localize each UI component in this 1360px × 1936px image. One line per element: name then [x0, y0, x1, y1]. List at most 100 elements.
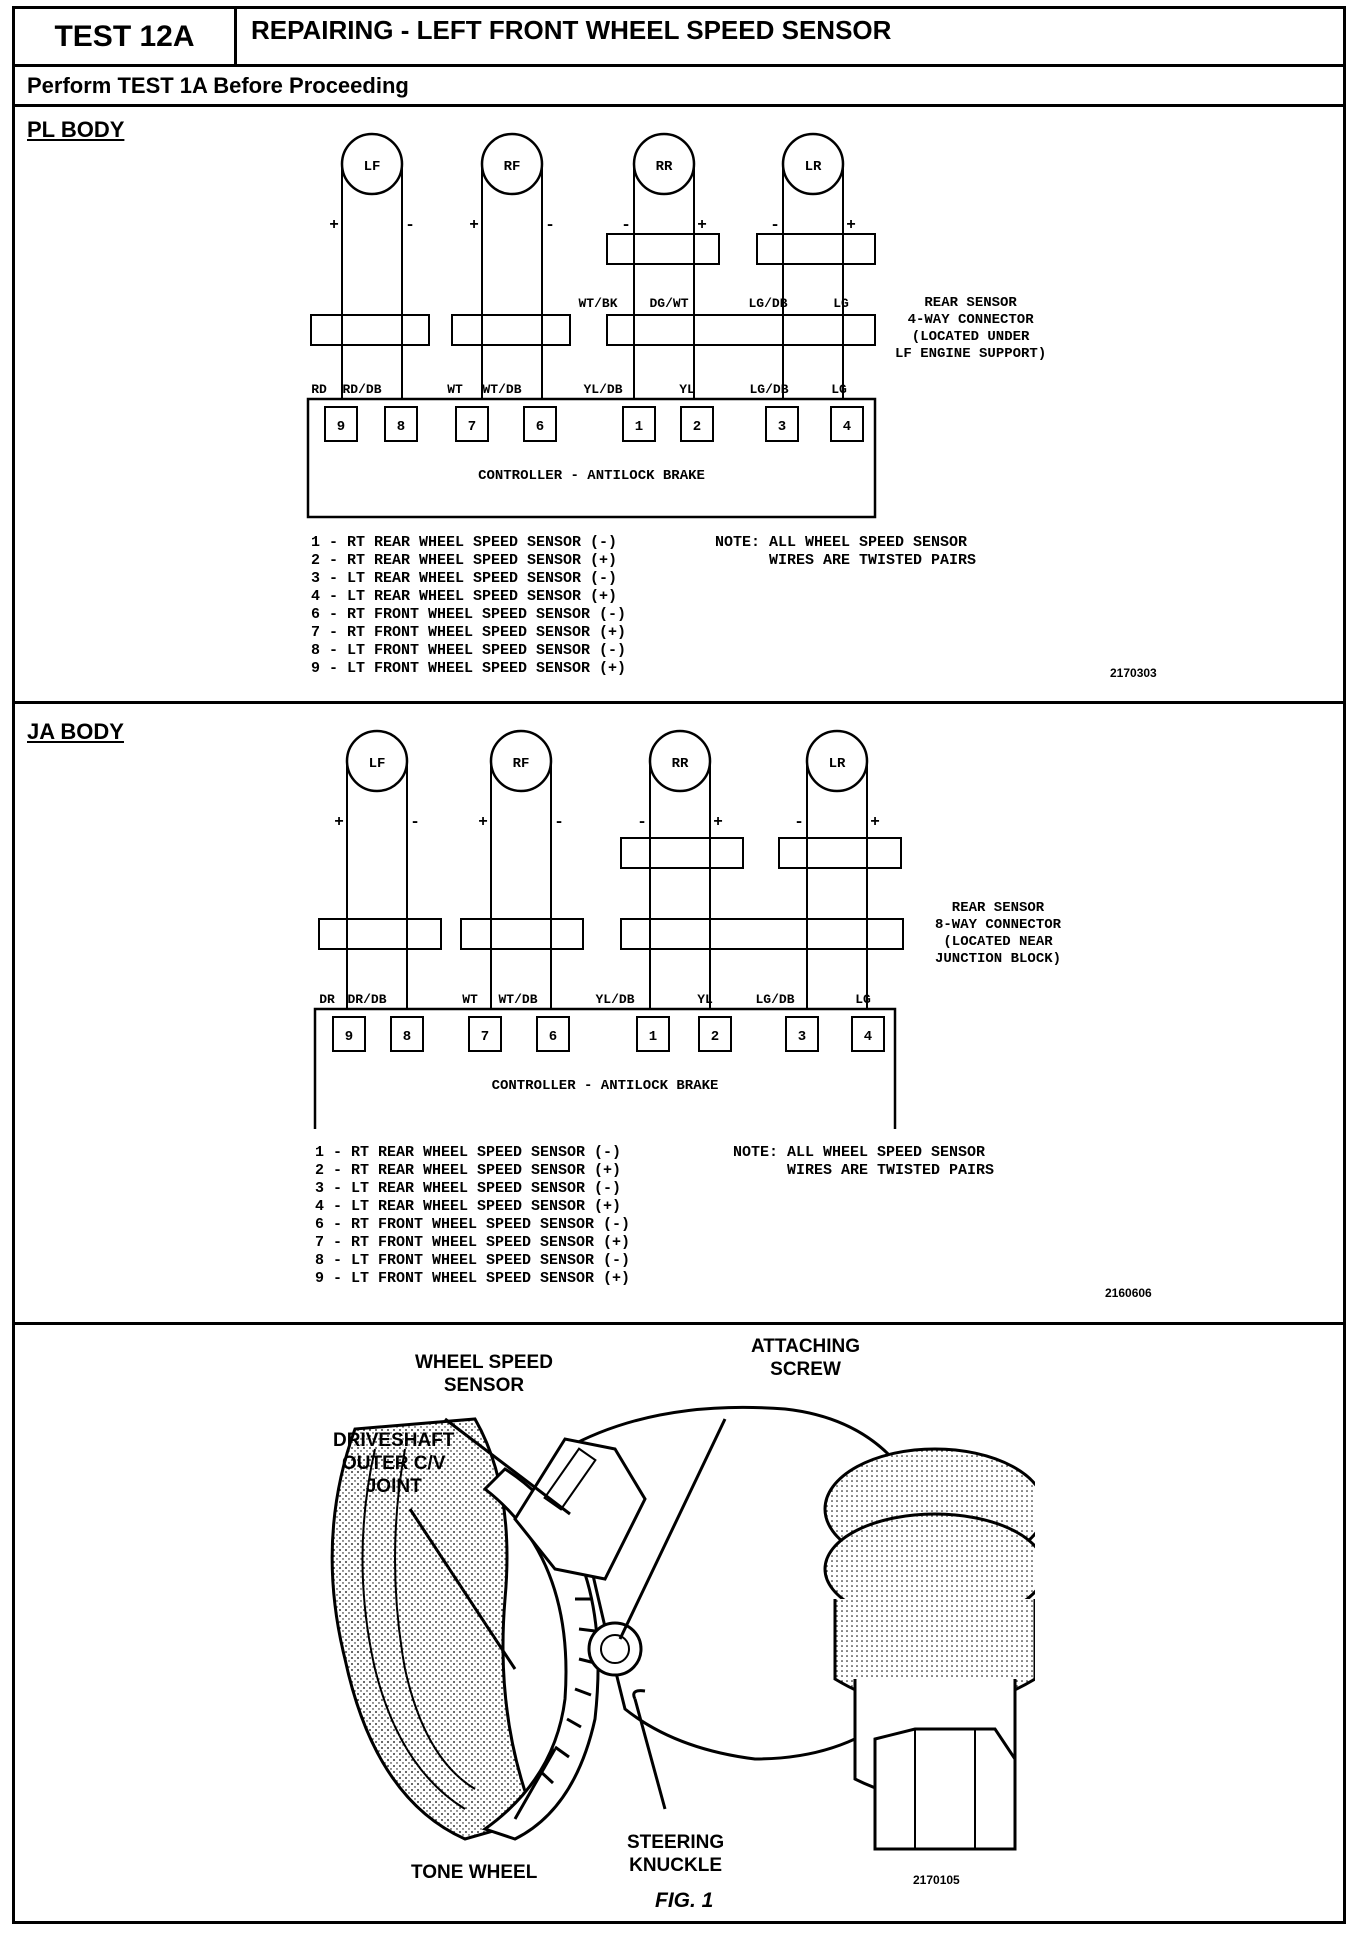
test-header: TEST 12A REPAIRING - LEFT FRONT WHEEL SP… [15, 9, 1343, 67]
controller-pin [765, 406, 799, 442]
driveshaft-cv-joint [330, 1417, 538, 1841]
controller-pin [324, 406, 358, 442]
wire-color-label: YL/DB [583, 382, 622, 397]
pl-body-label: PL BODY [27, 117, 125, 142]
wire-color-label: RD [311, 382, 327, 397]
inline-connector [460, 918, 584, 950]
wire-color-label: YL [679, 382, 695, 397]
inline-connector [310, 314, 430, 346]
inline-connector [606, 314, 876, 346]
wheel-sensor-label: RF [504, 159, 521, 175]
wheel-speed-sensor-callout: WHEEL SPEED SENSOR [415, 1352, 553, 1396]
polarity-sign: + [469, 216, 479, 234]
wire-color-label: YL/DB [595, 992, 634, 1007]
tone-wheel-callout: TONE WHEEL [411, 1862, 538, 1883]
controller-pin-number: 7 [481, 1029, 489, 1045]
inline-connector [620, 918, 904, 950]
figure-1-number: 2170105 [913, 1873, 960, 1887]
ball-joint-nut [873, 1727, 1017, 1851]
ja-body-label: JA BODY [27, 719, 124, 744]
controller-pin [468, 1016, 502, 1052]
controller-pin-number: 2 [693, 419, 701, 435]
polarity-sign: + [697, 216, 707, 234]
ja-pin-legend: 1 - RT REAR WHEEL SPEED SENSOR (-) 2 - R… [315, 1144, 631, 1287]
pl-figure-number: 2170303 [1110, 666, 1157, 680]
wire-color-label: LG/DB [755, 992, 794, 1007]
wire-color-label: RD/DB [342, 382, 381, 397]
polarity-sign: - [410, 813, 420, 831]
polarity-sign: - [770, 216, 780, 234]
controller-pin-number: 8 [403, 1029, 411, 1045]
inline-connector [318, 918, 442, 950]
attaching-screw-callout: ATTACHING SCREW [751, 1336, 861, 1380]
wheel-sensor-label: LR [829, 756, 846, 772]
polarity-sign: - [405, 216, 415, 234]
controller-pin [384, 406, 418, 442]
wire-color-label: WT [462, 992, 478, 1007]
polarity-sign: + [870, 813, 880, 831]
wheel-speed-sensor-illustration [330, 1405, 1035, 1851]
wire-color-label: LG [831, 382, 847, 397]
wire-color-label: DR [319, 992, 335, 1007]
prerequisite-note: Perform TEST 1A Before Proceeding [15, 67, 1343, 107]
controller-pin-number: 3 [778, 419, 786, 435]
steering-knuckle-callout: STEERING KNUCKLE [627, 1832, 725, 1876]
controller-pin [830, 406, 864, 442]
wire-color-label: WT/DB [498, 992, 537, 1007]
controller-pin-number: 9 [337, 419, 345, 435]
wheel-sensor-label: RR [656, 159, 673, 175]
ja-twisted-pair-note: NOTE: ALL WHEEL SPEED SENSOR WIRES ARE T… [733, 1144, 995, 1179]
wheel-sensor-label: LF [369, 756, 386, 772]
polarity-sign: - [554, 813, 564, 831]
controller-pin-number: 4 [864, 1029, 872, 1045]
wire-color-label: LG [855, 992, 871, 1007]
polarity-sign: + [713, 813, 723, 831]
polarity-sign: + [478, 813, 488, 831]
rear-connector [620, 837, 744, 869]
wheel-speed-sensor [513, 1437, 647, 1581]
controller-pin [785, 1016, 819, 1052]
test-title: REPAIRING - LEFT FRONT WHEEL SPEED SENSO… [251, 15, 892, 45]
manual-page: TEST 12A REPAIRING - LEFT FRONT WHEEL SP… [12, 6, 1346, 1924]
pl-pin-legend: 1 - RT REAR WHEEL SPEED SENSOR (-) 2 - R… [311, 534, 627, 677]
polarity-sign: - [621, 216, 631, 234]
controller-pin [680, 406, 714, 442]
controller-pin-number: 9 [345, 1029, 353, 1045]
polarity-sign: + [846, 216, 856, 234]
controller-pin [455, 406, 489, 442]
controller-pin [698, 1016, 732, 1052]
ja-figure-number: 2160606 [1105, 1286, 1152, 1300]
wheel-sensor-label: RR [672, 756, 689, 772]
figure-caption: FIG. 1 [655, 1889, 714, 1912]
connector-wire-color: DG/WT [649, 296, 688, 311]
polarity-sign: + [334, 813, 344, 831]
controller-pin [636, 1016, 670, 1052]
test-id: TEST 12A [15, 9, 237, 64]
controller-pin [851, 1016, 885, 1052]
controller-pin-number: 8 [397, 419, 405, 435]
wire-color-label: DR/DB [347, 992, 386, 1007]
wheel-sensor-label: LF [364, 159, 381, 175]
pl-connector-note: REAR SENSOR 4-WAY CONNECTOR (LOCATED UND… [895, 295, 1047, 362]
controller-pin [536, 1016, 570, 1052]
controller-pin [523, 406, 557, 442]
inline-connector [451, 314, 571, 346]
connector-wire-color: WT/BK [578, 296, 617, 311]
controller-pin-number: 2 [711, 1029, 719, 1045]
wheel-sensor-label: RF [513, 756, 530, 772]
pl-twisted-pair-note: NOTE: ALL WHEEL SPEED SENSOR WIRES ARE T… [715, 534, 977, 569]
section-divider [15, 701, 1343, 704]
controller-pin [332, 1016, 366, 1052]
controller-pin-number: 7 [468, 419, 476, 435]
polarity-sign: - [637, 813, 647, 831]
controller-pin-number: 1 [649, 1029, 657, 1045]
connector-wire-color: LG/DB [748, 296, 787, 311]
wire-color-label: WT/DB [482, 382, 521, 397]
controller-pin [390, 1016, 424, 1052]
rear-connector [756, 233, 876, 265]
polarity-sign: - [794, 813, 804, 831]
controller-pin-number: 1 [635, 419, 643, 435]
controller-pin-number: 3 [798, 1029, 806, 1045]
